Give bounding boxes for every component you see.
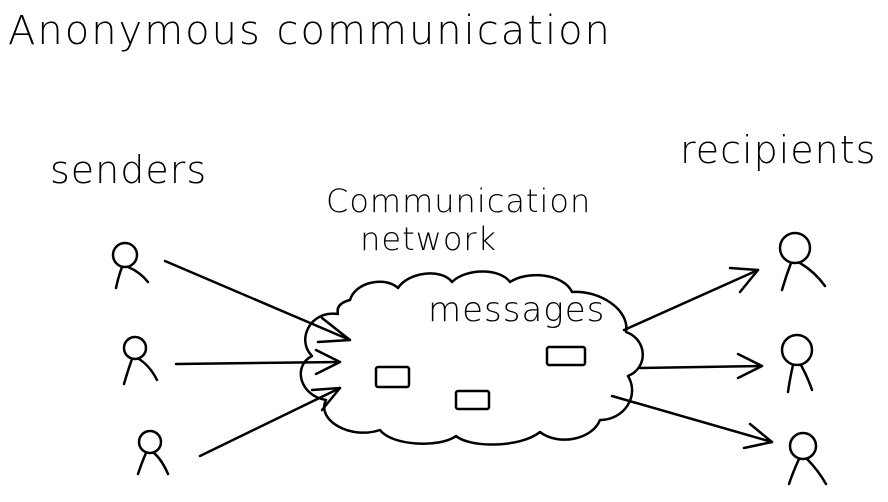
sender-arrow: [198, 386, 342, 458]
recipient-person-icon: [780, 333, 814, 394]
network-cloud: [299, 270, 644, 446]
recipient-arrow: [622, 266, 760, 332]
messages-label: messages: [428, 290, 606, 330]
recipients-label: recipients: [680, 128, 877, 172]
sender-person-icon: [122, 335, 159, 386]
sender-arrow: [163, 259, 352, 344]
sender-arrow: [174, 348, 342, 376]
message-envelope: [454, 389, 491, 411]
network-label-line2: network: [360, 220, 498, 258]
sender-person-icon: [136, 429, 170, 476]
network-label: Communication network: [326, 182, 591, 258]
recipient-arrow: [610, 394, 774, 450]
recipient-person-icon: [787, 431, 828, 486]
sender-person-icon: [111, 241, 150, 290]
recipient-arrow: [638, 352, 764, 380]
message-envelope: [545, 345, 587, 367]
message-envelope: [374, 365, 411, 389]
senders-label: senders: [50, 148, 208, 192]
network-label-line1: Communication: [326, 182, 592, 220]
recipient-person-icon: [778, 231, 827, 292]
diagram-title: Anonymous communication: [8, 8, 612, 54]
